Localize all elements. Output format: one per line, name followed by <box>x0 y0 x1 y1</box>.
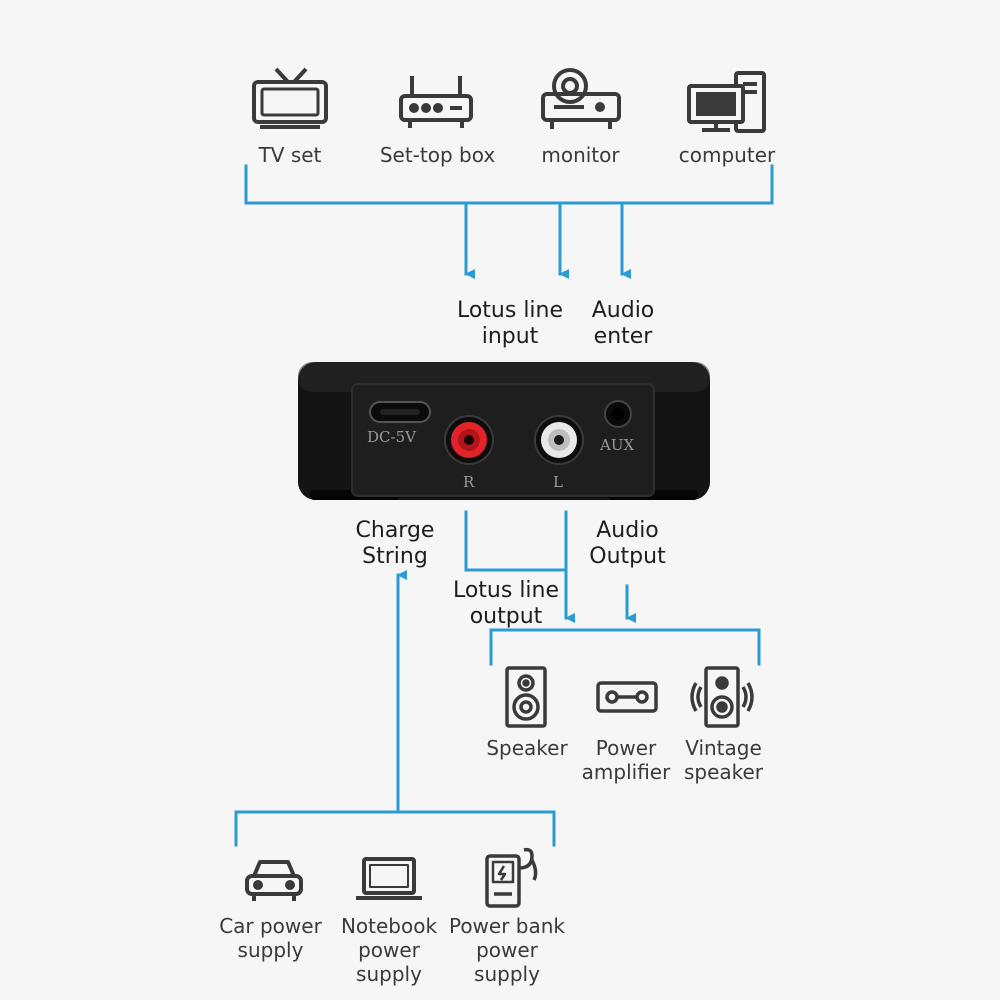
power-amplifier-icon <box>596 680 658 714</box>
set-top-box-label: Set-top box <box>379 143 496 167</box>
tv-label: TV set <box>258 143 322 167</box>
charge-string-label: Charge String <box>355 518 435 569</box>
lotus-output-label: Lotus line output <box>452 578 560 629</box>
lotus-input-label: Lotus line input <box>456 298 564 349</box>
speaker-icon <box>504 665 548 729</box>
power-bank-icon <box>484 846 540 908</box>
computer-icon <box>686 70 768 134</box>
notebook-icon <box>354 856 424 902</box>
vintage-speaker-icon <box>690 665 754 729</box>
aux-jack <box>604 400 632 428</box>
sink-bracket <box>489 628 761 666</box>
set-top-box-icon <box>398 72 474 130</box>
notebook-power-label: Notebook power supply <box>340 914 438 986</box>
monitor-label: monitor <box>541 143 620 167</box>
bluetooth-device <box>298 362 710 500</box>
car-power-label: Car power supply <box>219 914 322 962</box>
car-icon <box>244 856 304 904</box>
dc-label: DC-5V <box>367 428 416 446</box>
l-label: L <box>553 473 563 491</box>
tv-icon <box>250 66 330 132</box>
source-bracket <box>244 164 774 205</box>
rca-white-jack <box>534 415 584 465</box>
rca-red-jack <box>444 415 494 465</box>
projector-icon <box>540 66 622 132</box>
power-bank-label: Power bank power supply <box>448 914 566 986</box>
audio-output-label: Audio Output <box>589 518 666 569</box>
speaker-label: Speaker <box>486 736 568 760</box>
lotus-output-line <box>464 510 568 572</box>
vintage-speaker-label: Vintage speaker <box>683 736 764 784</box>
computer-label: computer <box>678 143 776 167</box>
power-bracket <box>234 810 556 847</box>
power-amplifier-label: Power amplifier <box>581 736 671 784</box>
r-label: R <box>463 473 475 491</box>
audio-enter-label: Audio enter <box>591 298 655 349</box>
aux-label: AUX <box>600 436 635 454</box>
